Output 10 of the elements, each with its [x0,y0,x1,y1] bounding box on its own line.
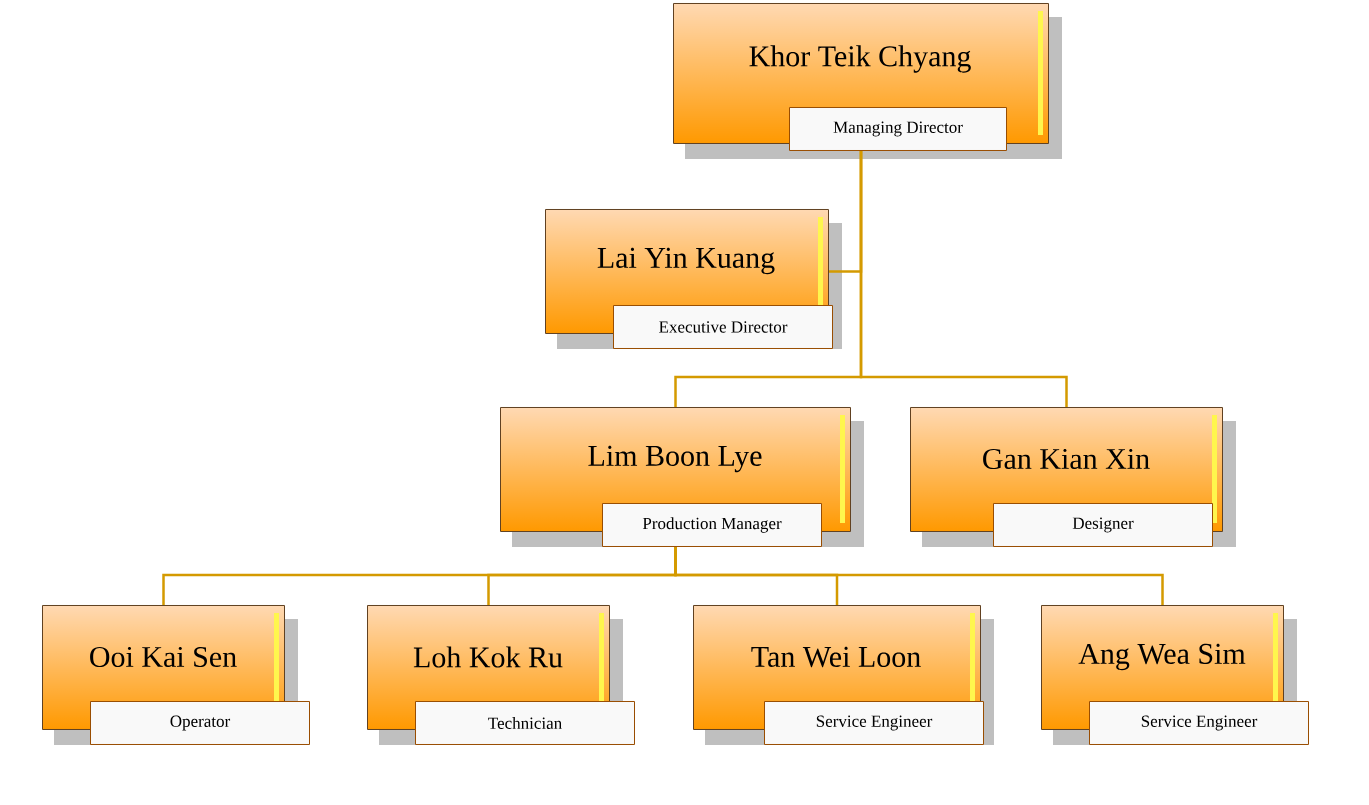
title-box: Operator [90,701,310,745]
title-box: Production Manager [602,503,822,547]
title-box: Service Engineer [1089,701,1309,745]
title-box: Executive Director [613,305,833,349]
title-box: Designer [993,503,1213,547]
title-box: Technician [415,701,635,745]
connector-line [859,151,1068,407]
connector-line [674,547,1164,605]
title-box: Managing Director [789,107,1007,151]
title-box: Service Engineer [764,701,984,745]
